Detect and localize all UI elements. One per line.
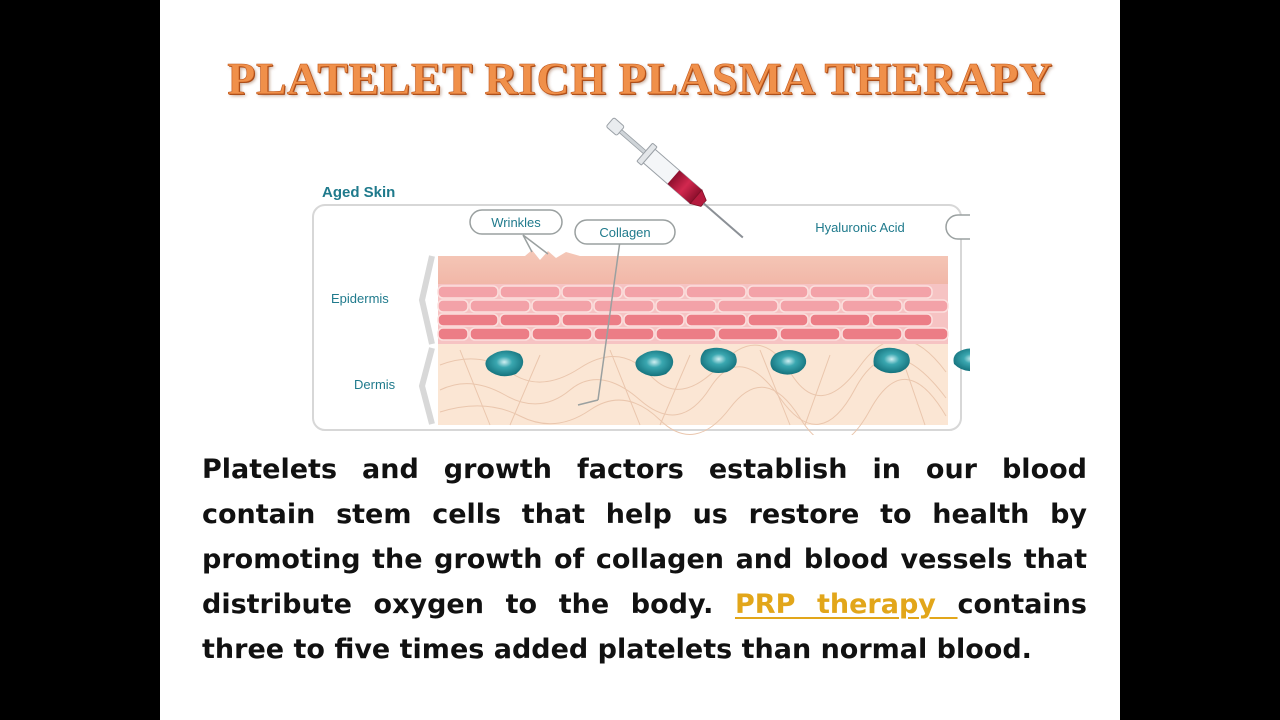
diagram-heading: Aged Skin: [322, 184, 395, 201]
collagen-label: Collagen: [599, 225, 650, 240]
slide: PLATELET RICH PLASMA THERAPY Aged Skin: [160, 0, 1120, 720]
paragraph-text-before: Platelets and growth factors establish i…: [202, 454, 1087, 620]
hyaluronic-acid-callout: [945, 214, 970, 240]
prp-therapy-link[interactable]: PRP therapy: [734, 589, 958, 620]
epidermis-layer: [437, 282, 949, 344]
dermis-fibers: [439, 339, 947, 435]
paragraph-text-after: contains three to five times added plate…: [202, 589, 1087, 665]
wrinkles-label: Wrinkles: [491, 215, 541, 230]
syringe-icon: [606, 117, 744, 239]
description-paragraph: Platelets and growth factors establish i…: [202, 447, 1087, 672]
collagen-callout: [574, 219, 676, 245]
dermis-bracket: [418, 347, 435, 425]
epidermis-bracket: [418, 255, 435, 345]
epidermis-label: Epidermis: [331, 291, 389, 306]
skin-surface: [438, 250, 948, 284]
dermis-label: Dermis: [354, 377, 396, 392]
callout-lines: [522, 234, 621, 406]
wrinkles-callout: [469, 209, 563, 235]
dermis-cells: [635, 347, 970, 377]
dermis-layer: [438, 342, 948, 425]
slide-title: PLATELET RICH PLASMA THERAPY: [227, 53, 1053, 105]
dermis-cell-group: [485, 350, 524, 377]
aged-skin-diagram: Aged Skin: [312, 117, 970, 435]
